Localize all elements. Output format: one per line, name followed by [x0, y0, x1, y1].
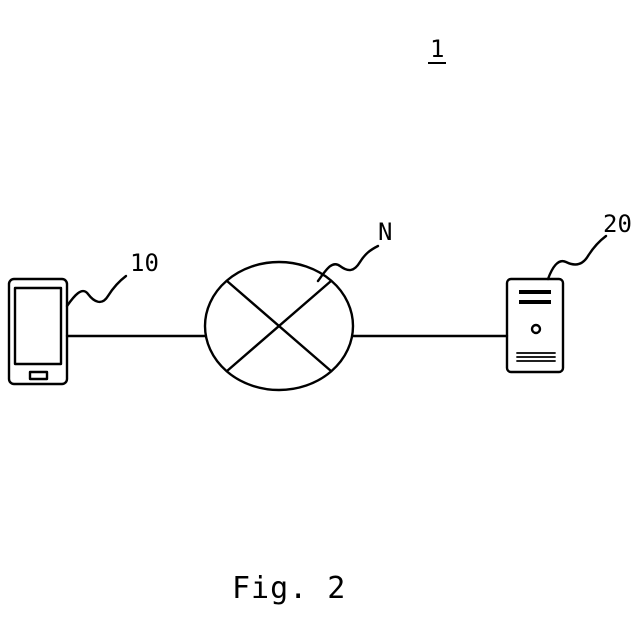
server-power-button [532, 325, 540, 333]
phone-leader-line [67, 276, 126, 306]
figure-caption: Fig. 2 [232, 571, 346, 606]
network-ref-label: N [378, 218, 392, 246]
phone-body [9, 279, 67, 384]
system-label-text: 1 [430, 35, 444, 63]
phone-screen [15, 288, 61, 364]
phone-home-button [30, 372, 47, 379]
server-ref-label: 20 [603, 210, 632, 238]
network-leader-line [318, 246, 378, 281]
server-leader-line [548, 236, 606, 279]
network-icon [205, 262, 353, 390]
phone-ref-label: 10 [130, 249, 159, 277]
server-icon [507, 279, 563, 372]
system-label: 1 [428, 35, 446, 63]
smartphone-icon [9, 279, 67, 384]
